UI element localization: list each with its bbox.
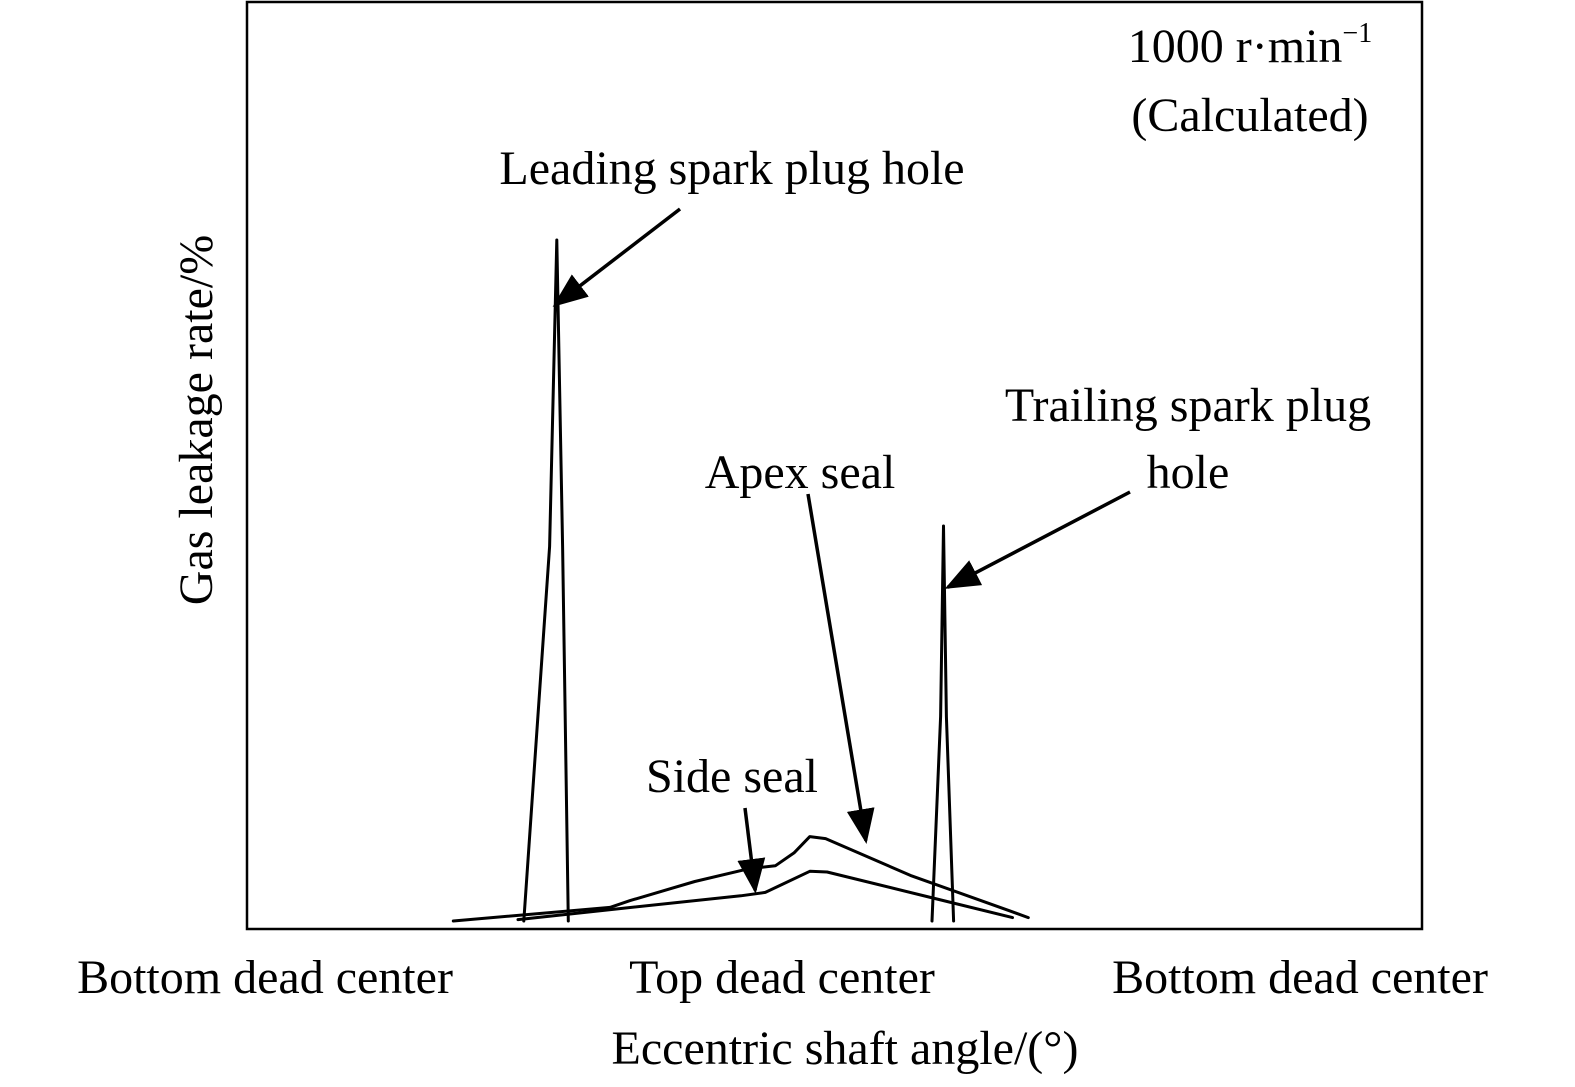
trailing-spark-plug-label-line1: Trailing spark plug	[1005, 379, 1371, 432]
speed-text: 1000 r·min	[1128, 20, 1343, 73]
annotation-arrows	[552, 207, 1131, 894]
side-seal-label: Side seal	[646, 750, 818, 803]
x-axis-title: Eccentric shaft angle/(°)	[612, 1022, 1079, 1075]
speed-condition-label: 1000 r·min−1	[1128, 18, 1372, 73]
apex-seal-label: Apex seal	[705, 446, 896, 499]
calculated-note: (Calculated)	[1131, 89, 1368, 142]
arrow-trailing-spark-plug-hole	[944, 490, 1131, 589]
series-line-side-seal	[516, 869, 1014, 922]
series-line-trailing-spark-plug-hole	[930, 524, 956, 923]
x-tick-label-2: Bottom dead center	[1112, 951, 1488, 1004]
x-tick-label-0: Bottom dead center	[77, 951, 453, 1004]
plot-frame	[245, 0, 1424, 931]
y-axis-title: Gas leakage rate/%	[170, 235, 223, 605]
trailing-spark-plug-label-line2: hole	[1147, 446, 1230, 499]
leading-spark-plug-label: Leading spark plug hole	[499, 142, 964, 195]
arrow-side-seal	[737, 807, 766, 894]
speed-exponent: −1	[1342, 18, 1372, 49]
series-line-leading-spark-plug-hole	[522, 238, 570, 923]
arrow-apex-seal	[806, 493, 875, 845]
series-layer	[451, 238, 1030, 923]
arrow-leading-spark-plug-hole	[552, 207, 682, 307]
series-line-apex-seal	[451, 835, 1030, 923]
x-tick-label-1: Top dead center	[629, 951, 935, 1004]
